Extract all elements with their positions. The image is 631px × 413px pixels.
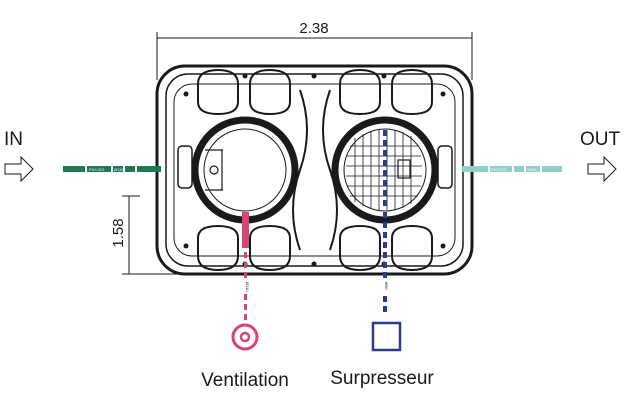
- outlet-label: OUT: [580, 129, 621, 150]
- ventilation-label: Ventilation: [201, 370, 289, 391]
- outlet-pipe-tag: PVC-EG: [491, 167, 506, 172]
- height-dimension: 1.58: [110, 195, 190, 275]
- height-label: 1.58: [110, 218, 127, 247]
- surpresseur-pipe-tag: Ø50: [384, 282, 389, 290]
- outlet-group: OUT PVC-EG Ø110: [462, 129, 621, 183]
- ventilation-pipe-tag: Ø110: [245, 282, 250, 292]
- surpresseur-label: Surpresseur: [330, 368, 434, 389]
- ventilation-group: Ø110 Ventilation: [201, 212, 289, 391]
- inlet-pipe: PVC-EG Ø110: [63, 166, 161, 172]
- inlet-label: IN: [4, 129, 23, 150]
- left-chamber-opening: [191, 116, 299, 224]
- right-chamber-opening: [331, 116, 439, 224]
- outlet-size-tag: Ø110: [527, 167, 537, 172]
- inlet-arrow-icon: [4, 155, 34, 183]
- inlet-pipe-tag: PVC-EG: [89, 167, 104, 172]
- outlet-pipe: PVC-EG Ø110: [462, 166, 562, 172]
- outlet-arrow-icon: [587, 155, 617, 183]
- width-label: 2.38: [299, 20, 328, 37]
- inlet-group: IN PVC-EG Ø110: [4, 129, 161, 183]
- surpresseur-group: Ø50 Surpresseur: [330, 130, 434, 389]
- surpresseur-square-box-icon: [371, 321, 402, 352]
- width-dimension: 2.38: [156, 20, 473, 80]
- ventilation-concentric-circle-icon: [231, 323, 259, 351]
- inlet-size-tag: Ø110: [114, 167, 124, 172]
